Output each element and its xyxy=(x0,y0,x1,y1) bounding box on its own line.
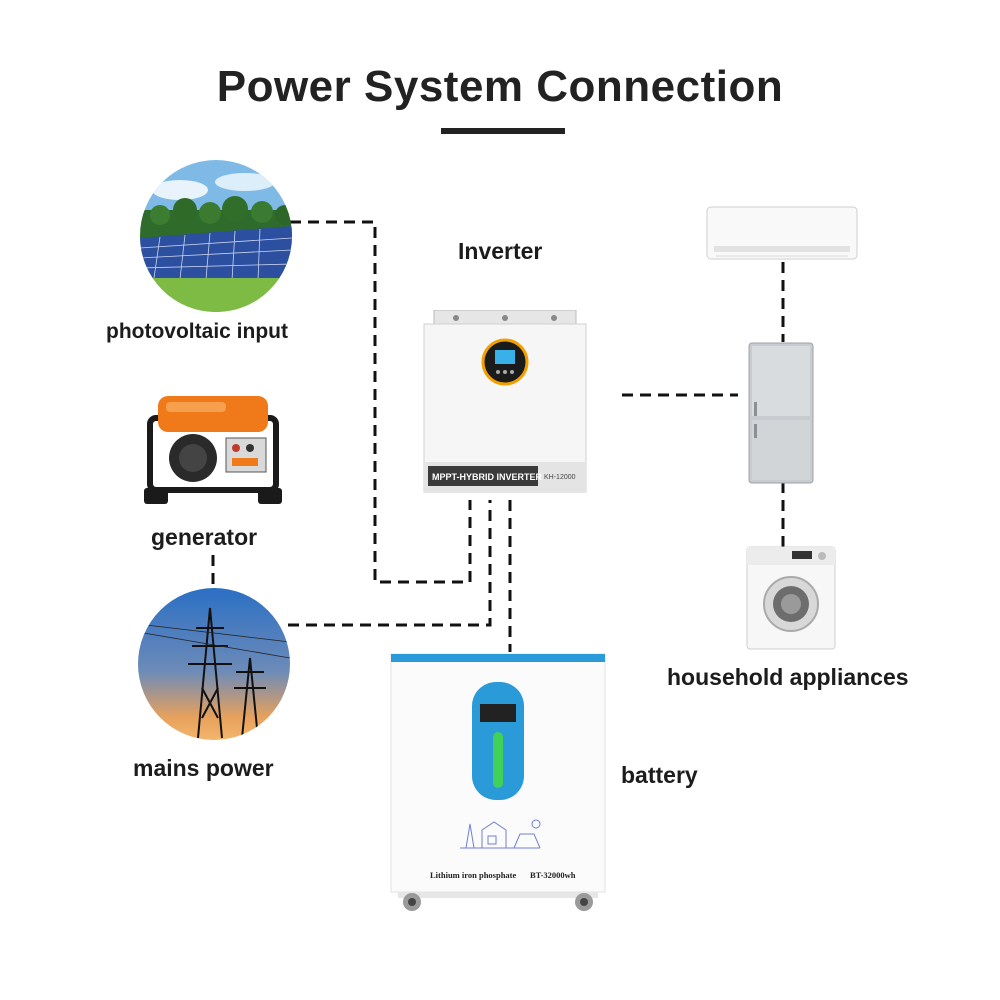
washing-machine-image xyxy=(746,546,836,650)
battery-model-text: BT-32000wh xyxy=(530,870,576,880)
battery-label: battery xyxy=(621,762,698,788)
air-conditioner-image xyxy=(706,206,858,264)
solar-panel-image xyxy=(140,160,292,312)
appliances-label: household appliances xyxy=(667,664,909,690)
page-title: Power System Connection xyxy=(216,62,784,111)
power-tower-image xyxy=(138,588,290,740)
battery-type-text: Lithium iron phosphate xyxy=(430,870,517,880)
inverter-model-text: KH-12000 xyxy=(544,474,576,481)
generator-image xyxy=(138,388,288,508)
battery-image: Lithium iron phosphate BT-32000wh xyxy=(390,652,606,914)
inverter-image: MPPT-HYBRID INVERTER KH-12000 xyxy=(420,309,590,495)
wire-mains xyxy=(288,500,492,627)
inverter-name-text: MPPT-HYBRID INVERTER xyxy=(432,472,543,482)
generator-label: generator xyxy=(151,524,258,550)
refrigerator-image xyxy=(748,342,814,484)
title-underline xyxy=(441,128,565,134)
inverter-label: Inverter xyxy=(458,238,543,264)
wire-photovoltaic xyxy=(290,220,472,584)
mains-label: mains power xyxy=(133,755,274,781)
photovoltaic-label: photovoltaic input xyxy=(106,320,288,343)
